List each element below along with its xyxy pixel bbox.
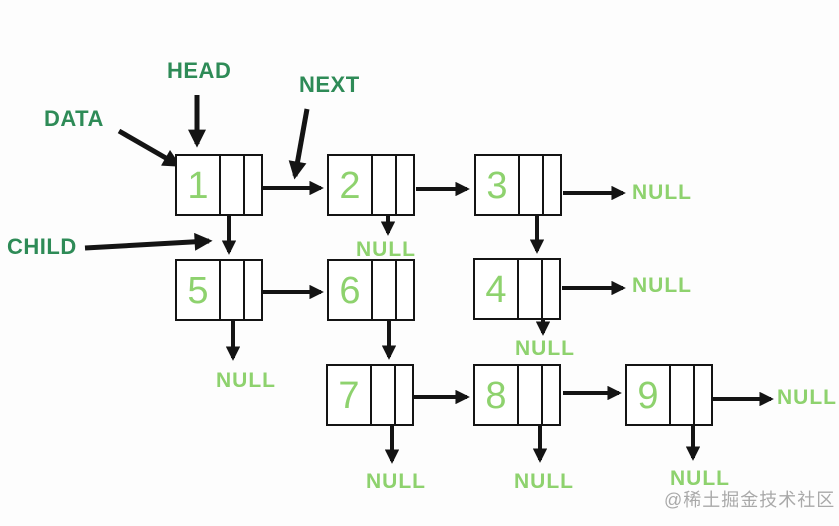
node-2-value: 2 [339, 165, 361, 207]
node-9-child-pointer-cell [668, 366, 693, 424]
next-label: NEXT [299, 72, 360, 97]
null-child-node-9: NULL [670, 467, 730, 490]
node-8: 8 [473, 364, 561, 426]
node-5-next-pointer-cell [242, 261, 261, 319]
node-1-child-pointer-cell [218, 156, 243, 214]
node-4-value: 4 [485, 269, 507, 311]
node-4-data-cell: 4 [475, 260, 517, 318]
node-5: 5 [175, 259, 263, 321]
node-1-value: 1 [187, 165, 209, 207]
node-9-next-pointer-cell [692, 366, 711, 424]
node-7-data-cell: 7 [328, 366, 370, 424]
node-3: 3 [474, 154, 562, 216]
child-pointer-arrow [84, 232, 213, 251]
null-child-node-2: NULL [356, 238, 416, 261]
null-after-node-9: NULL [777, 386, 837, 409]
juejin-watermark: @稀土掘金技术社区 [664, 490, 836, 510]
node-7-next-pointer-cell [393, 366, 412, 424]
node-4-child-pointer-cell [516, 260, 541, 318]
node-6-data-cell: 6 [329, 261, 371, 319]
node-9-value: 9 [637, 375, 659, 417]
head-label: HEAD [167, 58, 232, 83]
node-5-value: 5 [187, 270, 209, 312]
node-5-data-cell: 5 [177, 261, 219, 319]
node-4-next-pointer-cell [540, 260, 559, 318]
node-8-value: 8 [485, 375, 507, 417]
node-2-data-cell: 2 [329, 156, 371, 214]
node-6-child-pointer-cell [370, 261, 395, 319]
node-3-value: 3 [486, 165, 508, 207]
node-5-child-pointer-cell [218, 261, 243, 319]
node-6-value: 6 [339, 270, 361, 312]
node-8-child-pointer-cell [516, 366, 541, 424]
node-8-data-cell: 8 [475, 366, 517, 424]
node-2-child-pointer-cell [370, 156, 395, 214]
node-1-data-cell: 1 [177, 156, 219, 214]
node-9-data-cell: 9 [627, 366, 669, 424]
null-after-node-3: NULL [632, 181, 692, 204]
node-2: 2 [327, 154, 415, 216]
node-2-next-pointer-cell [394, 156, 413, 214]
node-7-value: 7 [338, 375, 360, 417]
node-1: 1 [175, 154, 263, 216]
child-label: CHILD [7, 234, 77, 259]
node-6-next-pointer-cell [394, 261, 413, 319]
null-child-node-4: NULL [515, 337, 575, 360]
node-8-next-pointer-cell [540, 366, 559, 424]
null-child-node-8: NULL [514, 470, 574, 493]
node-4: 4 [473, 258, 561, 320]
next-pointer-arrow [288, 108, 310, 180]
node-1-next-pointer-cell [242, 156, 261, 214]
node-7-child-pointer-cell [369, 366, 394, 424]
data-label: DATA [44, 106, 104, 131]
node-7: 7 [326, 364, 414, 426]
null-child-node-5: NULL [216, 369, 276, 392]
null-after-node-4: NULL [632, 274, 692, 297]
null-child-node-7: NULL [366, 470, 426, 493]
node-3-child-pointer-cell [517, 156, 542, 214]
data-pointer-arrow [117, 128, 182, 168]
node-9: 9 [625, 364, 713, 426]
node-6: 6 [327, 259, 415, 321]
node-3-next-pointer-cell [541, 156, 560, 214]
node-3-data-cell: 3 [476, 156, 518, 214]
